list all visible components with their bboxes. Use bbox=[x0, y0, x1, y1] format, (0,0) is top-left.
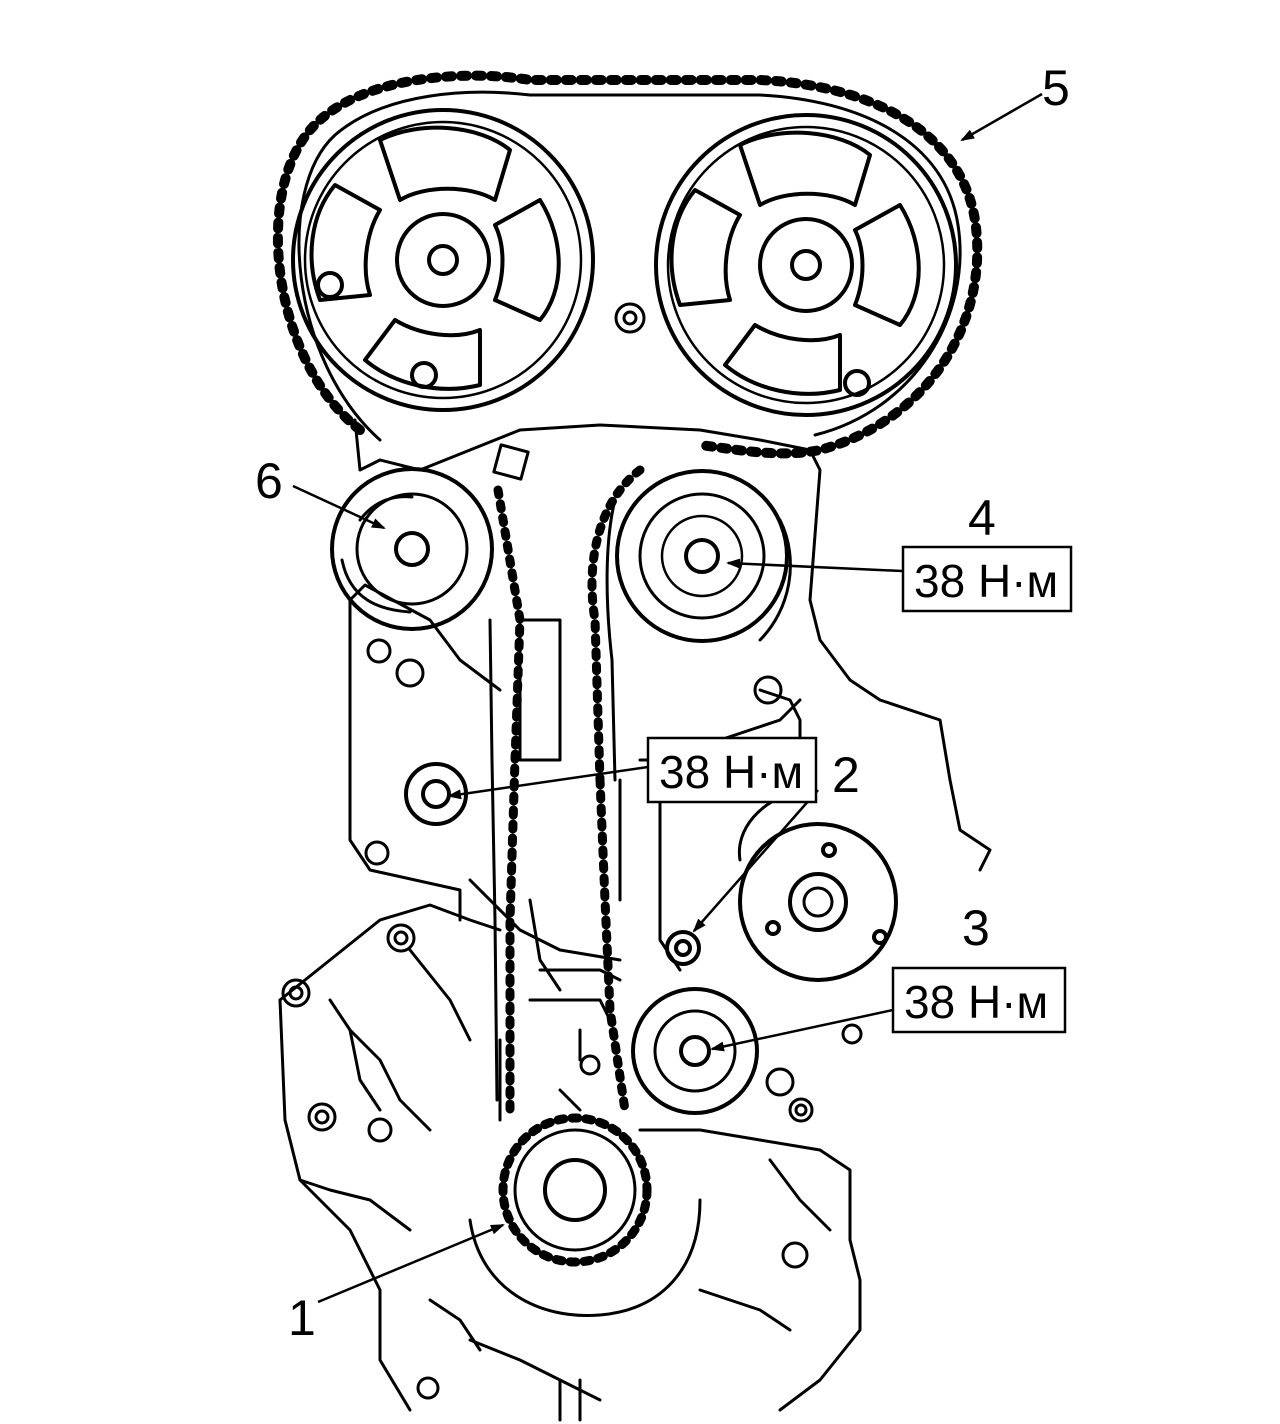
torque-callout-upper: 38 Н·м bbox=[901, 545, 1073, 613]
label-tensioner-pulley: 3 bbox=[962, 900, 990, 956]
label-idler-pulley-upper: 4 bbox=[968, 490, 996, 546]
torque-value-middle: 38 Н·м bbox=[659, 746, 803, 798]
label-idler-pulley-lower: 2 bbox=[832, 747, 860, 803]
idler-pulley-lower bbox=[631, 987, 759, 1115]
tensioner-pulley bbox=[737, 788, 898, 982]
leader-lines bbox=[292, 92, 1043, 1304]
engine-block bbox=[278, 418, 992, 1422]
tensioner-adjuster bbox=[330, 467, 494, 631]
label-crankshaft-sprocket: 1 bbox=[288, 1290, 316, 1346]
camshaft-sprocket-left bbox=[291, 108, 595, 412]
idler-bolt-small bbox=[665, 930, 701, 966]
torque-callout-middle: 38 Н·м bbox=[646, 736, 818, 804]
timing-belt bbox=[272, 70, 983, 1115]
label-tensioner-adjuster: 6 bbox=[255, 453, 283, 509]
engine-bolts bbox=[281, 302, 863, 1400]
torque-value-upper: 38 Н·м bbox=[914, 555, 1058, 607]
camshaft-sprocket-right bbox=[654, 113, 958, 417]
idler-pulley-upper bbox=[615, 469, 792, 643]
torque-callout-lower: 38 Н·м bbox=[891, 966, 1067, 1034]
label-timing-belt: 5 bbox=[1042, 60, 1070, 116]
crankshaft-sprocket bbox=[468, 1113, 702, 1318]
torque-value-lower: 38 Н·м bbox=[904, 976, 1048, 1028]
